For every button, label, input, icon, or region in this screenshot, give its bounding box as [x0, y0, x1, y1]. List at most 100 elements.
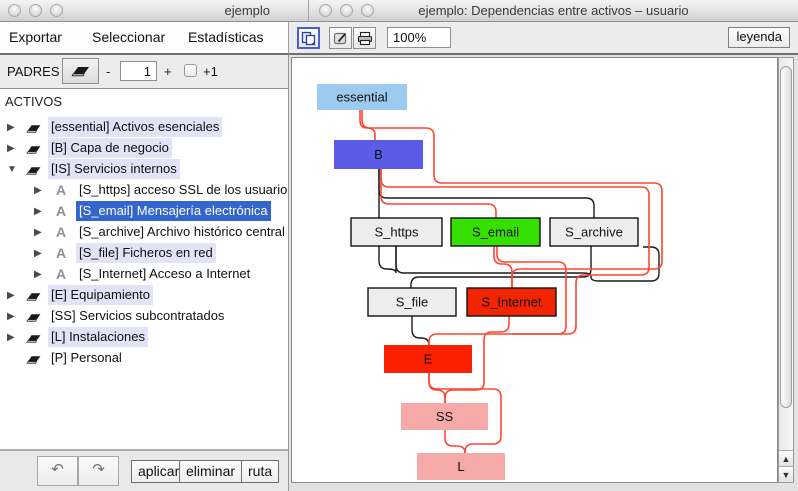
expand-arrow-icon[interactable]: ▶: [34, 269, 42, 280]
node-label: E: [424, 352, 433, 367]
print-button[interactable]: [353, 27, 376, 49]
edge-S_email-S_Internet: [493, 246, 513, 288]
plus-one-checkbox[interactable]: [184, 64, 197, 77]
zoom-button[interactable]: [50, 4, 63, 17]
tree-item-label[interactable]: [B] Capa de negocio: [48, 138, 172, 158]
node-S_email[interactable]: S_email: [450, 217, 541, 247]
expand-arrow-icon[interactable]: ▶: [34, 227, 42, 238]
zoom-button[interactable]: [361, 4, 374, 17]
layers-icon: [26, 351, 42, 371]
tree-item-label[interactable]: [S_archive] Archivo histórico central: [79, 224, 285, 239]
save-image-icon: [333, 32, 347, 44]
node-SS[interactable]: SS: [401, 403, 488, 430]
scroll-up-arrow[interactable]: ▲: [779, 450, 793, 466]
tree-row[interactable]: ▶A[S_archive] Archivo histórico central: [0, 222, 288, 242]
expand-arrow-icon[interactable]: ▶: [7, 143, 15, 154]
zoom-input[interactable]: 100%: [387, 27, 451, 48]
footer-bar: ↶ ↷ aplicar eliminar ruta: [0, 450, 288, 491]
right-window-controls: [319, 4, 374, 17]
undo-button[interactable]: ↶: [37, 456, 78, 486]
node-S_archive[interactable]: S_archive: [549, 217, 639, 247]
expand-arrow-icon[interactable]: ▶: [34, 206, 42, 217]
node-label: SS: [436, 409, 454, 424]
tree-item-label[interactable]: [L] Instalaciones: [48, 327, 148, 347]
menu-exportar[interactable]: Exportar: [9, 29, 62, 45]
left-window-title: ejemplo: [224, 3, 270, 18]
layers-icon: [26, 309, 42, 329]
parent-level-input[interactable]: 1: [120, 61, 157, 81]
tree-item-label[interactable]: [E] Equipamiento: [48, 285, 154, 305]
node-label: B: [374, 147, 383, 162]
asset-icon: A: [56, 203, 67, 219]
layers-icon: [26, 162, 42, 182]
tree-row[interactable]: ▶ [SS] Servicios subcontratados: [0, 306, 288, 326]
node-label: S_email: [472, 225, 519, 240]
tree-row[interactable]: ▶ [essential] Activos esenciales: [0, 117, 288, 137]
expand-arrow-icon[interactable]: ▶: [7, 311, 15, 322]
minimize-button[interactable]: [29, 4, 42, 17]
node-S_file[interactable]: S_file: [367, 287, 457, 317]
left-window-titlebar[interactable]: ejemplo: [0, 0, 308, 22]
node-essential[interactable]: essential: [317, 84, 407, 110]
tree-item-label[interactable]: [S_https] acceso SSL de los usuario: [79, 182, 288, 197]
edge-S_email-E: [496, 246, 567, 335]
tree-row[interactable]: ▼ [IS] Servicios internos: [0, 159, 288, 179]
collapse-arrow-icon[interactable]: ▼: [7, 164, 17, 175]
redo-button[interactable]: ↷: [78, 456, 119, 486]
node-label: S_https: [374, 225, 419, 240]
minus-label[interactable]: -: [106, 64, 111, 79]
asset-icon: A: [56, 245, 67, 261]
expand-arrow-icon[interactable]: ▶: [34, 248, 42, 259]
right-window-titlebar[interactable]: ejemplo: Dependencias entre activos – us…: [308, 0, 798, 22]
asset-icon: A: [56, 266, 67, 282]
edge-E-L: [428, 373, 502, 453]
aplicar-button[interactable]: aplicar: [131, 460, 187, 483]
tree-item-label[interactable]: [SS] Servicios subcontratados: [51, 308, 225, 323]
tree-row[interactable]: ▶ A [S_file] Ficheros en red: [0, 243, 288, 263]
tree-row[interactable]: ▶ A [S_Internet] Acceso a Internet: [0, 264, 288, 284]
node-B[interactable]: B: [334, 140, 423, 169]
node-E[interactable]: E: [384, 345, 472, 373]
tree-item-label[interactable]: [S_email] Mensajería electrónica: [76, 201, 271, 221]
layers-filter-button[interactable]: [62, 58, 99, 84]
node-S_Internet[interactable]: S_Internet: [466, 287, 557, 317]
expand-arrow-icon[interactable]: ▶: [7, 332, 15, 343]
close-button[interactable]: [8, 4, 21, 17]
copy-button[interactable]: [297, 27, 320, 49]
tree-item-label[interactable]: [IS] Servicios internos: [48, 159, 180, 179]
tree-row[interactable]: ▶ [B] Capa de negocio: [0, 138, 288, 158]
expand-arrow-icon[interactable]: ▶: [34, 185, 42, 196]
tree-row[interactable]: ▶ [L] Instalaciones: [0, 327, 288, 347]
expand-arrow-icon[interactable]: ▶: [7, 122, 15, 133]
menu-estadisticas[interactable]: Estadísticas: [188, 29, 264, 45]
tree-row[interactable]: ▶ [E] Equipamiento: [0, 285, 288, 305]
tree-item-label[interactable]: [S_file] Ficheros en red: [76, 243, 216, 263]
node-L[interactable]: L: [417, 453, 505, 480]
plus-one-label: +1: [203, 64, 218, 79]
node-S_https[interactable]: S_https: [350, 217, 443, 247]
save-image-button[interactable]: [329, 27, 352, 49]
eliminar-button[interactable]: eliminar: [179, 460, 243, 483]
menu-seleccionar[interactable]: Seleccionar: [92, 29, 166, 45]
plus-label[interactable]: +: [164, 64, 172, 79]
ruta-button[interactable]: ruta: [241, 460, 280, 483]
edge-B-S_email: [380, 169, 497, 218]
tree-row[interactable]: ▶ A [S_email] Mensajería electrónica: [0, 201, 288, 221]
tree-row[interactable]: ▶A[S_https] acceso SSL de los usuario: [0, 180, 288, 200]
close-button[interactable]: [319, 4, 332, 17]
legend-button[interactable]: leyenda: [728, 27, 790, 48]
tree-item-label[interactable]: [P] Personal: [51, 350, 122, 365]
scrollbar-thumb[interactable]: [780, 66, 792, 408]
minimize-button[interactable]: [340, 4, 353, 17]
tree-item-label[interactable]: [essential] Activos esenciales: [48, 117, 223, 137]
expand-arrow-icon[interactable]: ▶: [7, 290, 15, 301]
padres-label: PADRES: [7, 64, 60, 79]
edge-S_archive-S_file: [410, 246, 592, 288]
tree-item-label[interactable]: [S_Internet] Acceso a Internet: [79, 266, 251, 281]
tree-row[interactable]: [P] Personal: [0, 348, 288, 368]
scroll-down-arrow[interactable]: ▼: [779, 466, 793, 482]
node-label: S_Internet: [482, 295, 542, 310]
vertical-scrollbar[interactable]: ▲ ▼: [778, 57, 794, 483]
